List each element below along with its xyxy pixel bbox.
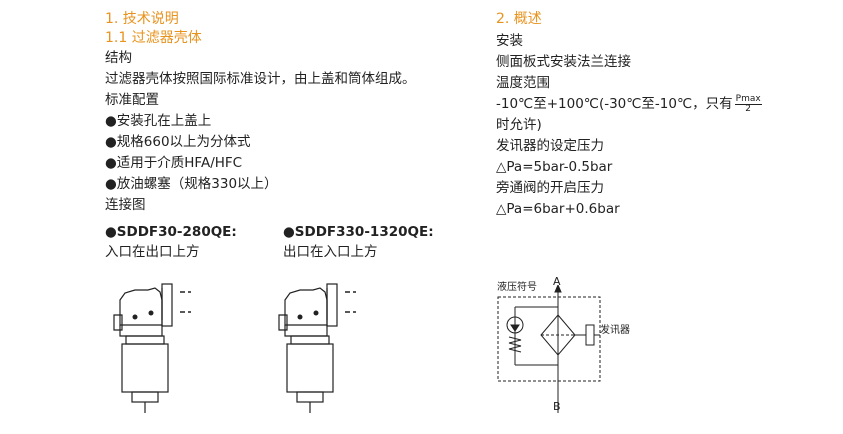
filter-drawing-inlet-above [113, 283, 191, 413]
install-label: 安装 [496, 33, 523, 49]
connection-b-desc: 出口在入口上方 [283, 244, 378, 260]
temp-label: 温度范围 [496, 75, 550, 91]
connection-label: 连接图 [105, 197, 146, 213]
section-title-technical: 1. 技术说明 [105, 11, 179, 27]
temp-text: -10℃至+100℃(-30℃至-10℃，只有 [496, 96, 733, 112]
bullet-item: ●安装孔在上盖上 [105, 113, 212, 129]
hydraulic-symbol [497, 285, 601, 413]
structure-text: 过滤器壳体按照国际标准设计，由上盖和筒体组成。 [105, 71, 416, 87]
connection-a-desc: 入口在出口上方 [105, 244, 200, 260]
sender-symbol-label: 发讯器 [600, 325, 630, 336]
temp-text-cont: 时允许) [496, 117, 542, 133]
pmax-denominator: 2 [745, 103, 752, 114]
filter-drawing-outlet-above [278, 283, 356, 413]
connection-b-model: ●SDDF330-1320QE: [283, 224, 434, 240]
overview-section: 2. 概述 安装 侧面板式安装法兰连接 温度范围 -10℃至+100℃(-30℃… [496, 10, 826, 220]
bypass-value: △Pa=6bar+0.6bar [496, 201, 620, 217]
port-a-label: A [553, 275, 561, 288]
standard-config-label: 标准配置 [105, 92, 159, 108]
port-b-label: B [553, 400, 561, 413]
structure-label: 结构 [105, 50, 132, 66]
bullet-item: ●规格660以上为分体式 [105, 134, 251, 150]
bullet-item: ●适用于介质HFA/HFC [105, 155, 243, 171]
pmax-numerator: Pmax [734, 93, 762, 105]
connection-a-model: ●SDDF30-280QE: [105, 224, 237, 240]
bypass-label: 旁通阀的开启压力 [496, 180, 604, 196]
hydraulic-symbol-title: 液压符号 [497, 282, 537, 293]
install-text: 侧面板式安装法兰连接 [496, 54, 631, 70]
bullet-item: ●放油螺塞（规格330以上） [105, 176, 278, 192]
section-title-overview: 2. 概述 [496, 11, 542, 27]
subsection-title-housing: 1.1 过滤器壳体 [105, 30, 202, 46]
technical-section: 1. 技术说明 1.1 过滤器壳体 结构 过滤器壳体按照国际标准设计，由上盖和筒… [105, 10, 485, 216]
sender-value: △Pa=5bar-0.5bar [496, 159, 613, 175]
sender-label: 发讯器的设定压力 [496, 138, 604, 154]
